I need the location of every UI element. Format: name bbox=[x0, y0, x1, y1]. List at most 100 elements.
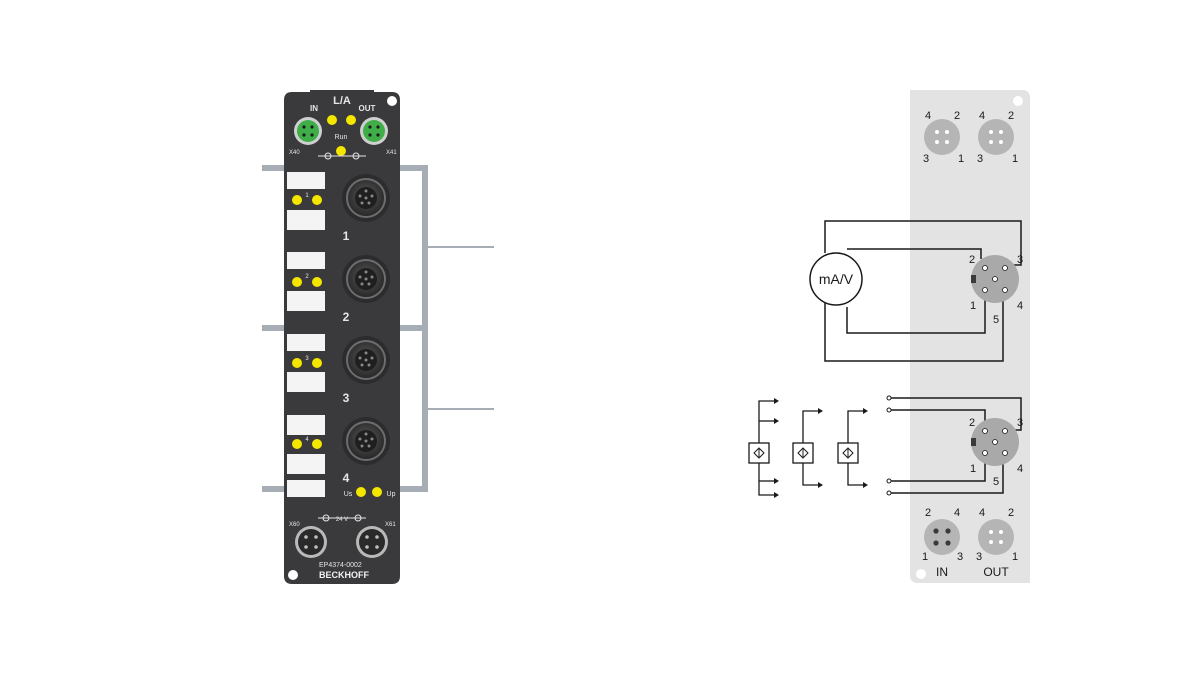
top-in-connector-symbol: 4 2 3 1 bbox=[923, 110, 964, 165]
channel-led bbox=[292, 358, 302, 368]
pin-label: 2 bbox=[1008, 507, 1014, 519]
pin-label: 4 bbox=[1017, 463, 1023, 475]
mount-hole-top bbox=[387, 96, 397, 106]
transmitter-symbols bbox=[748, 400, 863, 496]
pin-label: 4 bbox=[954, 507, 960, 519]
terminal-dots bbox=[886, 395, 892, 496]
channel-led bbox=[312, 439, 322, 449]
pin-label: 1 bbox=[1012, 551, 1018, 563]
led-number: 4 bbox=[305, 437, 309, 443]
arrow-heads bbox=[774, 398, 868, 498]
channel-led bbox=[312, 358, 322, 368]
pin-label: 3 bbox=[977, 153, 983, 165]
pin-label: 1 bbox=[922, 551, 928, 563]
label-plate bbox=[287, 415, 325, 435]
pin-label: 1 bbox=[970, 300, 976, 312]
ethercat-direction-icon bbox=[318, 152, 366, 160]
pin-label: 4 bbox=[925, 110, 931, 122]
mount-hole-top bbox=[1013, 96, 1023, 106]
run-label: Run bbox=[335, 134, 348, 141]
x40-label: X40 bbox=[289, 150, 300, 156]
pin-label: 2 bbox=[969, 254, 975, 266]
ethercat-out-port[interactable] bbox=[360, 117, 388, 145]
out-label: OUT bbox=[983, 565, 1009, 579]
pin-label: 3 bbox=[976, 551, 982, 563]
label-plate bbox=[287, 334, 325, 351]
m12-socket[interactable] bbox=[342, 255, 390, 303]
pin-label: 2 bbox=[1008, 110, 1014, 122]
pin-label: 2 bbox=[925, 507, 931, 519]
pin-label: 3 bbox=[923, 153, 929, 165]
m12-socket[interactable] bbox=[342, 336, 390, 384]
channel-2: 2 2 bbox=[287, 252, 390, 324]
x41-label: X41 bbox=[386, 150, 397, 156]
meter-symbol: mA/V bbox=[809, 252, 863, 306]
pin-label: 1 bbox=[1012, 153, 1018, 165]
x61-label: X61 bbox=[385, 522, 396, 528]
label-plate bbox=[287, 252, 325, 269]
bottom-out-connector-symbol: 4 2 3 1 OUT bbox=[976, 507, 1018, 579]
channel-number: 2 bbox=[343, 310, 350, 324]
pin-label: 4 bbox=[979, 507, 985, 519]
channel-3: 3 3 bbox=[287, 334, 390, 405]
pin-label: 2 bbox=[954, 110, 960, 122]
pin-label: 4 bbox=[1017, 300, 1023, 312]
diamond-icons bbox=[753, 447, 854, 459]
supply-direction-icon bbox=[318, 514, 366, 522]
m12-symbol-top: 2 3 1 5 4 bbox=[969, 254, 1023, 326]
mount-hole-bottom bbox=[916, 569, 926, 579]
led-number: 3 bbox=[305, 356, 309, 362]
out-port-label: OUT bbox=[359, 104, 376, 113]
label-plate bbox=[287, 480, 325, 497]
m12-symbol-bottom: 2 3 1 5 4 bbox=[969, 417, 1023, 488]
label-plate bbox=[287, 372, 325, 392]
run-led bbox=[336, 146, 346, 156]
channel-led bbox=[292, 439, 302, 449]
supply-voltage-label: 24 V bbox=[336, 517, 348, 523]
pin-label: 3 bbox=[1017, 417, 1023, 429]
module-group: L/A IN OUT Run X40 X41 bbox=[262, 90, 494, 584]
wiring-diagram: 4 2 3 1 4 2 3 1 mA/V bbox=[748, 90, 1030, 583]
pin-label: 3 bbox=[957, 551, 963, 563]
pin-label: 5 bbox=[993, 314, 999, 326]
label-plate bbox=[287, 454, 325, 474]
pin-label: 1 bbox=[958, 153, 964, 165]
pin-label: 3 bbox=[1017, 254, 1023, 266]
label-plate bbox=[287, 210, 325, 230]
order-number: EP4374-0002 bbox=[319, 562, 362, 569]
pin-label: 4 bbox=[979, 110, 985, 122]
channel-led bbox=[292, 277, 302, 287]
channel-led bbox=[292, 195, 302, 205]
pin-label: 5 bbox=[993, 476, 999, 488]
power-in-connector[interactable] bbox=[295, 526, 327, 558]
bottom-in-connector-symbol: 2 4 1 3 IN bbox=[922, 507, 963, 579]
la-label: L/A bbox=[333, 95, 351, 107]
brand-logo: BECKHOFF bbox=[319, 570, 369, 580]
channel-led bbox=[312, 277, 322, 287]
pin-label: 2 bbox=[969, 417, 975, 429]
la-in-led bbox=[327, 115, 337, 125]
us-label: Us bbox=[344, 491, 353, 498]
label-plate bbox=[287, 172, 325, 189]
channel-number: 4 bbox=[343, 471, 350, 485]
power-out-connector[interactable] bbox=[356, 526, 388, 558]
channel-number: 3 bbox=[343, 391, 350, 405]
analog-wiring bbox=[824, 220, 1022, 362]
in-label: IN bbox=[936, 565, 948, 579]
channel-4: 4 4 bbox=[287, 415, 390, 485]
m12-socket[interactable] bbox=[342, 417, 390, 465]
x60-label: X60 bbox=[289, 522, 300, 528]
mount-hole-bottom bbox=[288, 570, 298, 580]
pin-label: 1 bbox=[970, 463, 976, 475]
led-number: 1 bbox=[305, 193, 309, 199]
top-out-connector-symbol: 4 2 3 1 bbox=[977, 110, 1018, 165]
la-out-led bbox=[346, 115, 356, 125]
us-led bbox=[356, 487, 366, 497]
led-number: 2 bbox=[305, 274, 309, 280]
meter-label: mA/V bbox=[819, 271, 854, 287]
m12-socket[interactable] bbox=[342, 174, 390, 222]
up-led bbox=[372, 487, 382, 497]
channel-number: 1 bbox=[343, 229, 350, 243]
ethercat-in-port[interactable] bbox=[294, 117, 322, 145]
